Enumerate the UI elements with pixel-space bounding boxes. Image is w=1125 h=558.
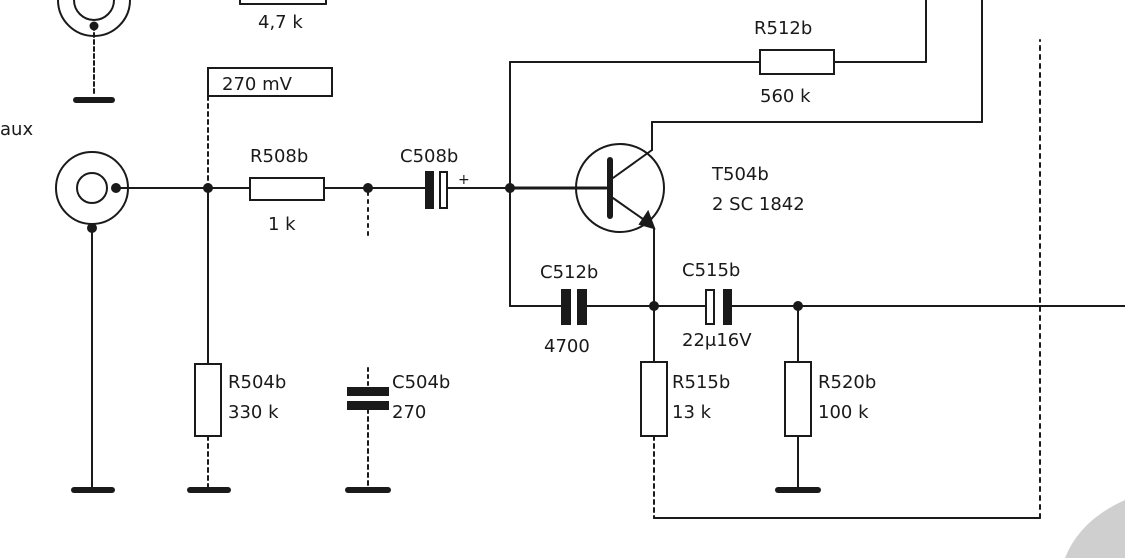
level-label: 270 mV [222, 74, 293, 95]
c515-ref: C515b [682, 260, 740, 281]
aux-label: aux [0, 119, 33, 140]
c515-capacitor [705, 289, 732, 325]
c508-ref: C508b [400, 146, 458, 167]
c512-value: 4700 [544, 336, 590, 357]
r515-ref: R515b [672, 372, 730, 393]
r515-resistor [640, 361, 668, 437]
c515-value: 22μ16V [682, 330, 752, 351]
r508-resistor [249, 177, 325, 201]
top-resistor [239, 0, 327, 5]
r504-resistor [194, 363, 222, 437]
r520-ref: R520b [818, 372, 876, 393]
c512-ref: C512b [540, 262, 598, 283]
c508-capacitor [425, 171, 511, 209]
r504-value: 330 k [228, 402, 279, 423]
page-corner-shadow [1065, 500, 1125, 558]
r512-ref: R512b [754, 18, 812, 39]
aux-connector [55, 151, 129, 493]
r512-value: 560 k [760, 86, 811, 107]
c504-ref: C504b [392, 372, 450, 393]
level-box [207, 67, 333, 97]
r520-resistor [784, 361, 812, 437]
c512-capacitor [561, 289, 587, 325]
r512-resistor [759, 49, 835, 75]
r520-value: 100 k [818, 402, 869, 423]
c504-value: 270 [392, 402, 426, 423]
t504-transistor [575, 121, 665, 233]
r508-value: 1 k [268, 214, 296, 235]
c504-capacitor [347, 387, 389, 410]
r504-ref: R504b [228, 372, 286, 393]
r515-value: 13 k [672, 402, 712, 423]
t504-ref: T504b [711, 164, 769, 185]
upper-connector [57, 0, 131, 103]
t504-part: 2 SC 1842 [712, 194, 805, 215]
c508-polarity: + [458, 172, 470, 188]
r508-ref: R508b [250, 146, 308, 167]
top-resistor-value: 4,7 k [258, 12, 303, 33]
